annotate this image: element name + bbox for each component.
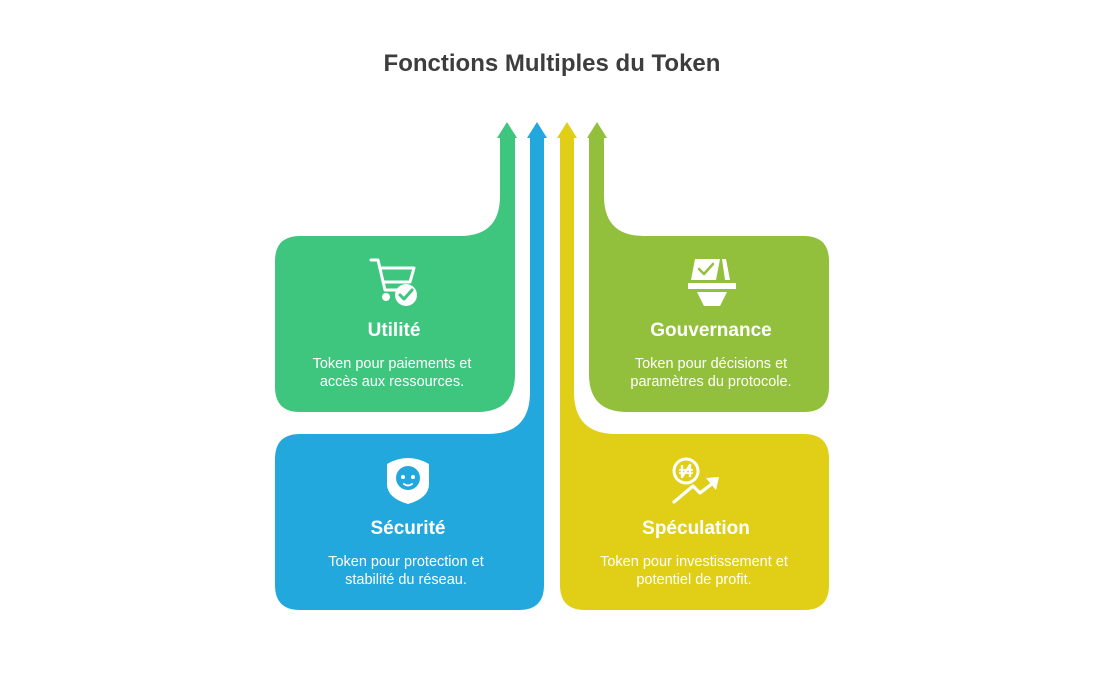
diagram-title: Fonctions Multiples du Token bbox=[383, 50, 721, 77]
card-utilite-title: Utilité bbox=[367, 320, 421, 341]
card-securite-desc: Token pour protection et stabilité du ré… bbox=[328, 554, 484, 588]
arrow-gouvernance bbox=[587, 122, 607, 138]
arrow-speculation bbox=[557, 122, 577, 138]
card-utilite bbox=[275, 134, 515, 412]
card-securite-title: Sécurité bbox=[370, 518, 446, 539]
shield-face-icon bbox=[387, 458, 429, 504]
shopping-cart-check-icon bbox=[369, 258, 417, 306]
card-gouvernance-title: Gouvernance bbox=[650, 320, 772, 341]
arrow-utilite bbox=[497, 122, 517, 138]
card-speculation bbox=[560, 134, 829, 610]
card-securite bbox=[275, 134, 544, 610]
card-speculation-desc: Token pour investissement et potentiel d… bbox=[600, 554, 788, 588]
card-utilite-desc: Token pour paiements et accès aux ressou… bbox=[312, 356, 472, 390]
card-gouvernance-desc: Token pour décisions et paramètres du pr… bbox=[630, 356, 792, 390]
coin-trend-icon bbox=[672, 457, 719, 504]
ballot-box-icon bbox=[688, 259, 736, 306]
card-speculation-title: Spéculation bbox=[642, 518, 750, 539]
arrow-securite bbox=[527, 122, 547, 138]
